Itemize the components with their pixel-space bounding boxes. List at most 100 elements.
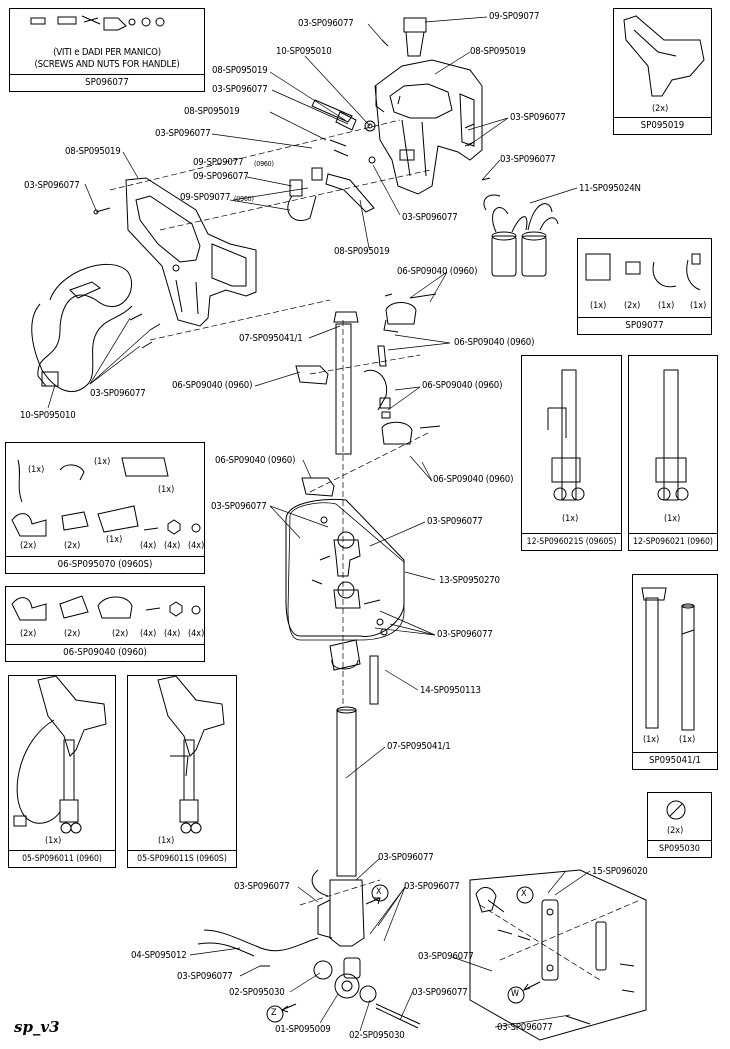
part-label: 04-SP095012 [131,950,187,961]
qty-label: (2x) [64,541,81,551]
box-sp09040-caption: 06-SP09040 (0960) [6,644,204,661]
box-art-sp096021 [655,369,689,501]
box-sp095041: (1x) (1x) SP095041/1 [632,574,718,770]
callout-w: W [511,989,519,999]
box-art-sp095030 [666,800,686,820]
capacitors [483,194,559,277]
part-label-suffix: (0960) [254,160,274,168]
part-label: 10-SP095010 [276,46,332,57]
part-label: 08-SP095019 [184,106,240,117]
box-art-sp095070 [11,457,201,537]
qty-label: (4x) [164,629,181,639]
box-sp096011s-caption: 05-SP096011S (0960S) [128,850,236,867]
box-sp096011-caption: 05-SP096011 (0960) [9,850,115,867]
part-label: 09-SP09077 [193,157,244,168]
qty-label: (1x) [562,514,579,524]
box-sp095030: (2x) SP095030 [647,792,712,858]
part-label: 08-SP095019 [470,46,526,57]
box-art-handle [623,15,705,97]
part-label: 09-SP09077 [180,192,231,203]
part-label: 08-SP095019 [212,65,268,76]
qty-label: (2x) [20,541,37,551]
part-label: 03-SP096077 [212,84,268,95]
box-sp096021s-caption: 12-SP096021S (0960S) [522,533,621,550]
part-label: 10-SP095010 [20,410,76,421]
qty-label: (2x) [624,301,641,311]
qty-label: (2x) [112,629,129,639]
box-sp095019: (2x) SP095019 [613,8,712,135]
box-sp096011s: (1x) 05-SP096011S (0960S) [127,675,237,868]
qty-label: (1x) [94,457,111,467]
part-label: 03-SP096077 [211,501,267,512]
box-sp095019-caption: SP095019 [614,117,711,134]
qty-label: (4x) [188,541,205,551]
box-art-sp096021s [547,369,585,501]
lower-pole [197,639,421,1029]
part-label: 07-SP095041/1 [387,741,451,752]
part-label: 08-SP095019 [334,246,390,257]
part-label: 03-SP096077 [497,1022,553,1033]
part-label: 03-SP096077 [298,18,354,29]
part-label: 14-SP0950113 [420,685,481,696]
assembly-axes [109,119,641,981]
handle-small-parts [93,99,376,221]
box-sp096021: (1x) 12-SP096021 (0960) [628,355,718,551]
part-label: 03-SP096077 [418,951,474,962]
qty-label: (1x) [28,465,45,475]
qty-label: (1x) [45,836,62,846]
qty-label: (2x) [652,104,669,114]
clamp-assembly [285,498,405,637]
qty-label: (1x) [658,301,675,311]
handle-housing-left [125,177,257,327]
part-label: 03-SP096077 [90,388,146,399]
qty-label: (4x) [140,629,157,639]
part-label: 03-SP096077 [177,971,233,982]
part-label-suffix: (0960) [234,195,254,203]
qty-label: (1x) [106,535,123,545]
qty-label: (4x) [188,629,205,639]
box-screws-line2: (SCREWS AND NUTS FOR HANDLE) [34,59,180,70]
part-label: 03-SP096077 [234,881,290,892]
part-label: 03-SP096077 [510,112,566,123]
part-label: 02-SP095030 [349,1030,405,1041]
part-label: 06-SP09040 (0960) [422,380,503,391]
qty-label: (4x) [140,541,157,551]
qty-label: (1x) [679,735,696,745]
power-cord-left [31,263,133,392]
callout-x: X [376,887,382,897]
box-art-sp096011 [13,675,107,834]
box-sp09040: (2x) (2x) (2x) (4x) (4x) (4x) 06-SP09040… [5,586,205,662]
qty-label: (2x) [20,629,37,639]
part-label: 13-SP0950270 [439,575,500,586]
part-label: 03-SP096077 [412,987,468,998]
bracket-assembly [469,869,647,1041]
part-label: 03-SP096077 [155,128,211,139]
part-label: 09-SP096077 [193,171,249,182]
screws [129,39,491,429]
part-label: 03-SP096077 [404,881,460,892]
part-label: 02-SP095030 [229,987,285,998]
part-label: 06-SP09040 (0960) [397,266,478,277]
box-sp095041-caption: SP095041/1 [633,752,717,769]
leader-lines [47,16,591,1032]
part-label: 09-SP09077 [489,11,540,22]
part-label: 06-SP09040 (0960) [215,455,296,466]
qty-label: (1x) [158,485,175,495]
qty-label: (4x) [164,541,181,551]
callout-z: Z [271,1008,277,1018]
drawing-code: sp_v3 [14,1018,60,1036]
part-label: 03-SP096077 [437,629,493,640]
callout-markers [266,884,541,1023]
part-label: 03-SP096077 [402,212,458,223]
part-label: 03-SP096077 [24,180,80,191]
box-sp096021-caption: 12-SP096021 (0960) [629,533,717,550]
qty-label: (1x) [590,301,607,311]
box-art-sp09077 [585,253,701,291]
part-label: 07-SP095041/1 [239,333,303,344]
part-label: 06-SP09040 (0960) [172,380,253,391]
part-label: 06-SP09040 (0960) [454,337,535,348]
part-label: 03-SP096077 [500,154,556,165]
qty-label: (1x) [158,836,175,846]
